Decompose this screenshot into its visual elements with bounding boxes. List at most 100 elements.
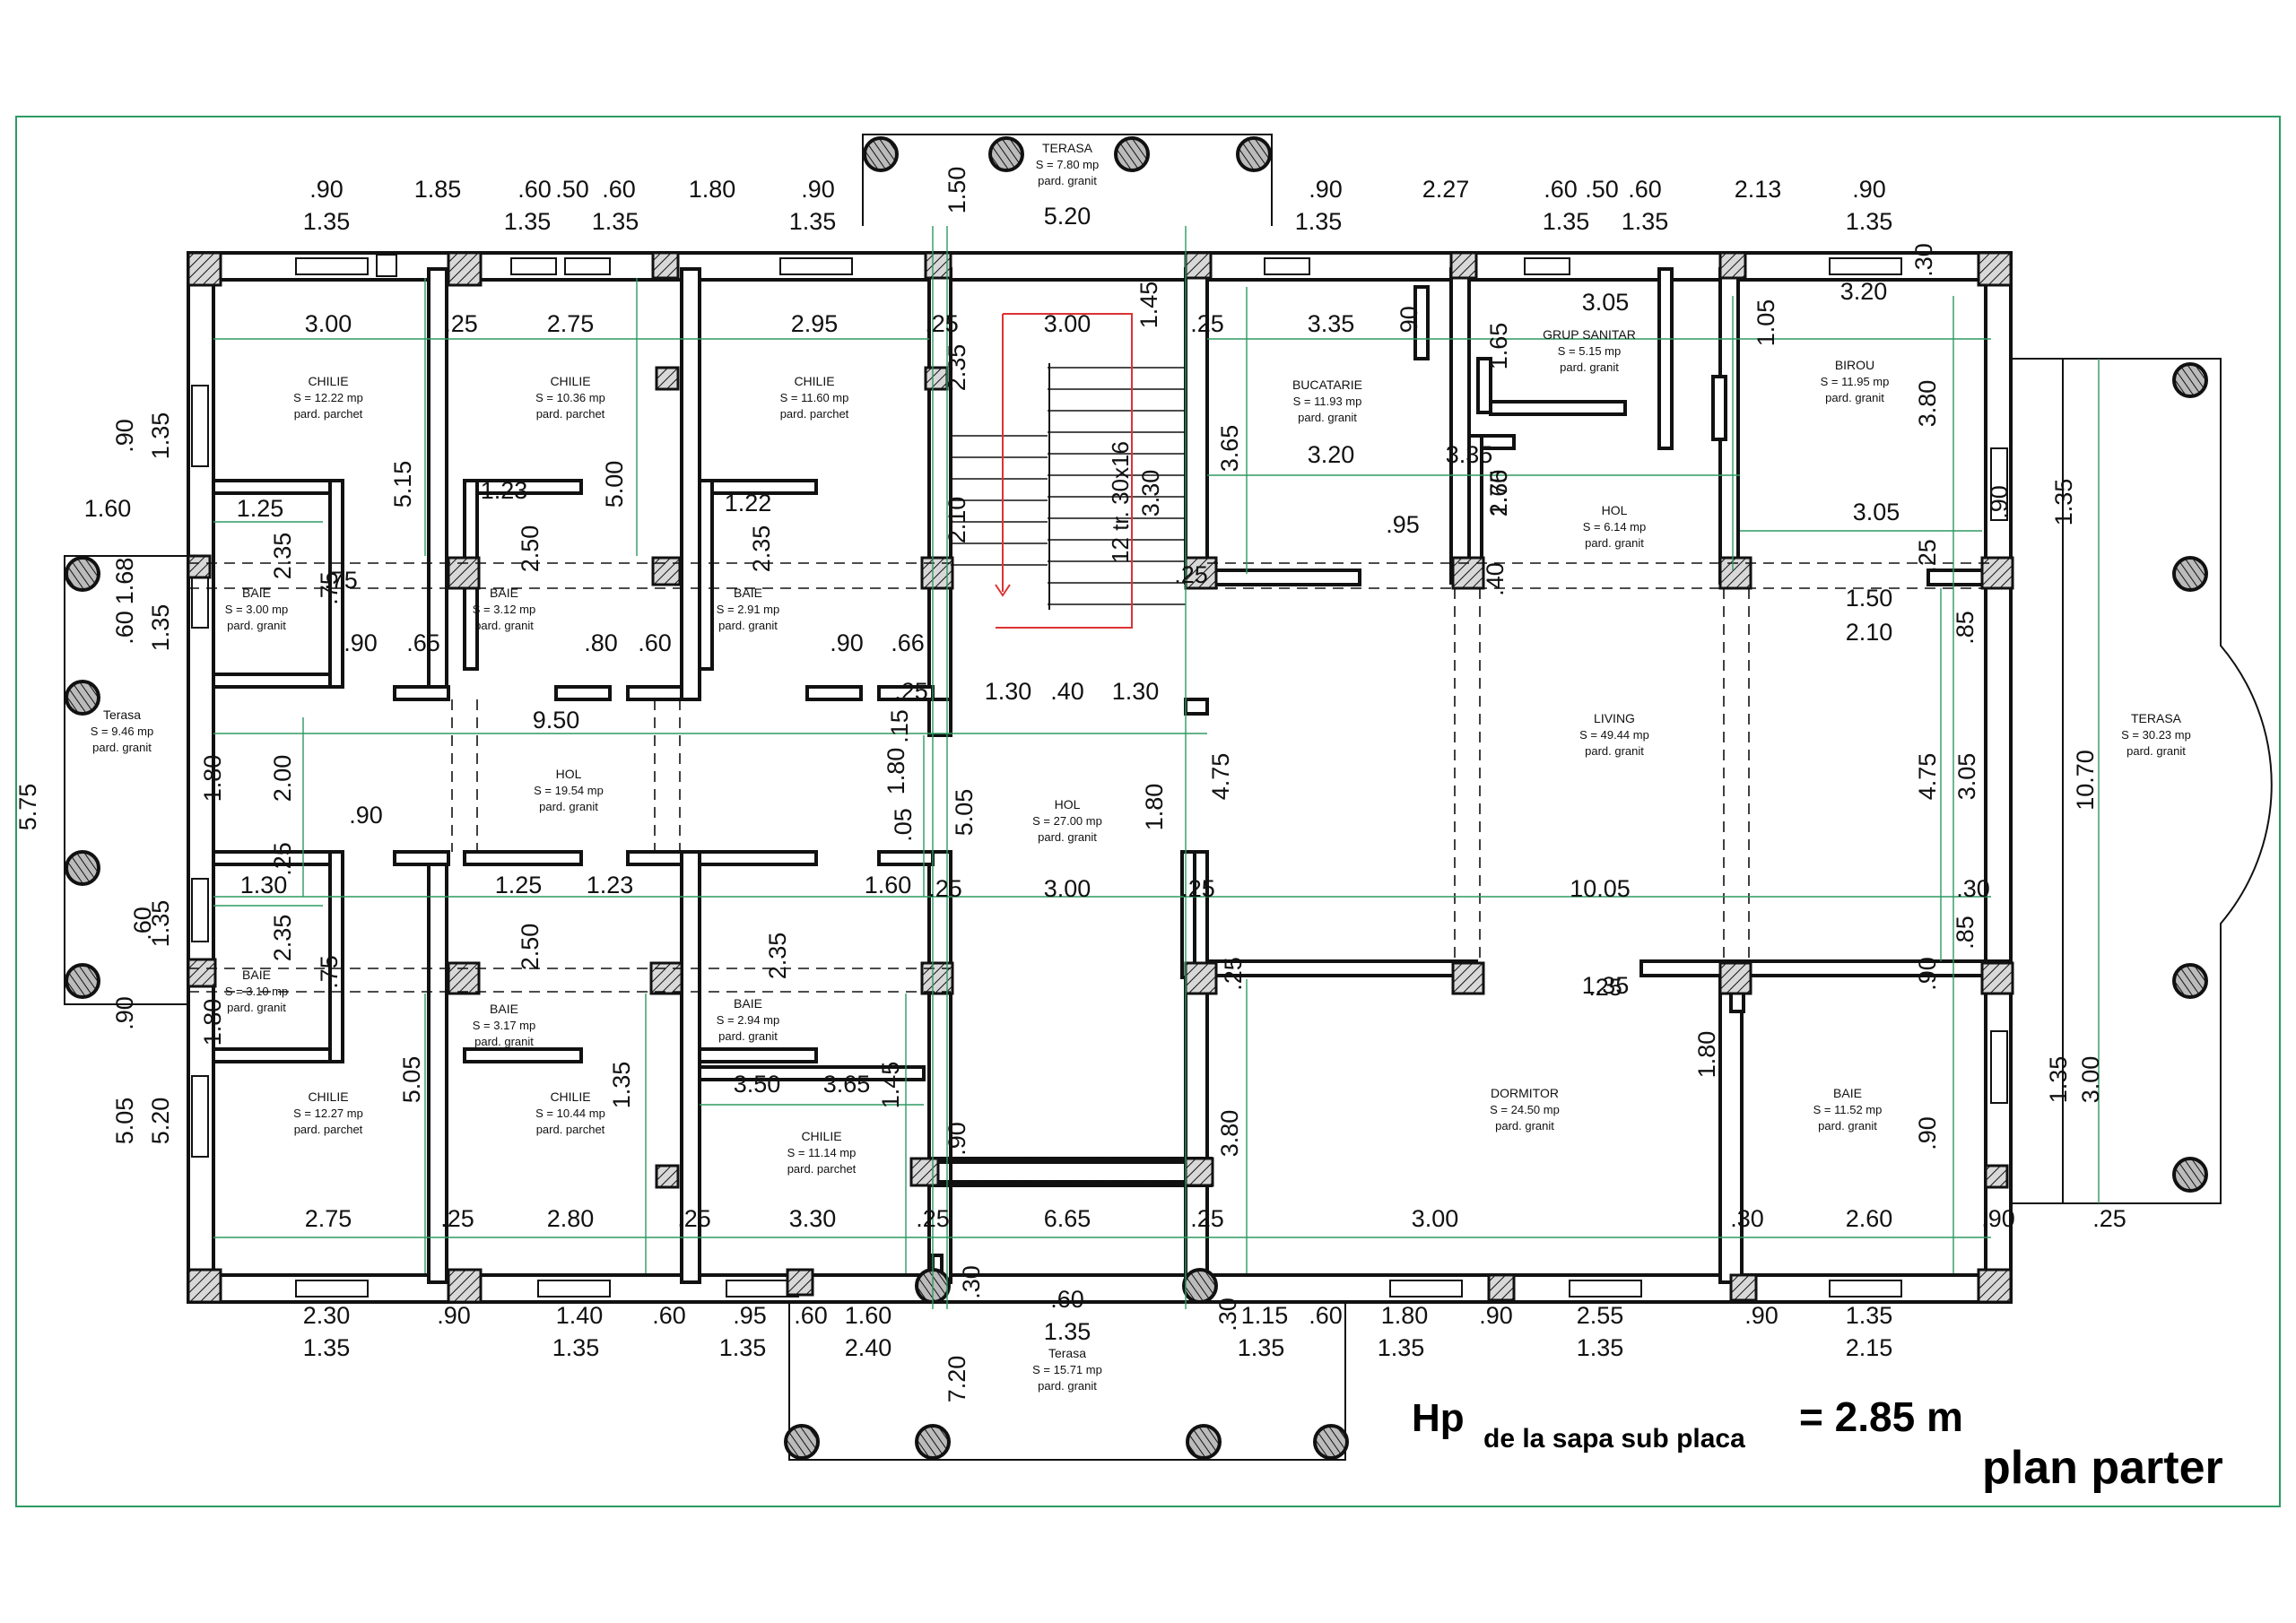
dimension-label: 3.05 bbox=[1582, 289, 1630, 316]
dimension-label: .90 bbox=[1986, 485, 2013, 519]
terraces bbox=[64, 134, 2273, 1461]
dimension-label: .25 bbox=[1588, 974, 1622, 1001]
dimension-label: 2.35 bbox=[944, 344, 970, 392]
room-area: S = 6.14 mp bbox=[1583, 520, 1646, 534]
dimension-label: .25 bbox=[928, 875, 962, 902]
dimension-label: 3.05 bbox=[1953, 753, 1980, 801]
dimension-label: 7.20 bbox=[944, 1356, 970, 1403]
dimension-label: 1.35 bbox=[1582, 972, 1630, 999]
dimension-label: 1.60 bbox=[1485, 470, 1512, 517]
title-block: Hp de la sapa sub placa = 2.85 m plan pa… bbox=[1412, 1393, 2223, 1494]
dimension-label: .95 bbox=[733, 1302, 767, 1329]
dimension-label: 1.35 bbox=[719, 1334, 767, 1361]
dimension-label: 1.60 bbox=[845, 1302, 892, 1329]
dimension-label: 1.35 bbox=[147, 900, 174, 948]
room-area: S = 12.27 mp bbox=[293, 1107, 363, 1120]
dimension-label: .90 bbox=[1914, 957, 1941, 991]
dimension-label: 1.05 bbox=[1752, 299, 1779, 347]
dimension-label: 3.05 bbox=[1853, 499, 1900, 525]
dimension-label: .90 bbox=[1309, 176, 1343, 203]
dimension-label: 3.65 bbox=[1216, 425, 1243, 473]
dimension-label: .90 bbox=[111, 419, 138, 453]
dimension-label: .30 bbox=[1910, 243, 1937, 277]
dimension-label: 1.23 bbox=[587, 872, 634, 898]
dimension-label: 1.22 bbox=[725, 490, 772, 516]
room-name: CHILIE bbox=[801, 1129, 841, 1143]
dimension-label: 3.00 bbox=[1044, 875, 1091, 902]
dimension-label: 3.30 bbox=[1137, 470, 1164, 517]
room-floor: pard. granit bbox=[1585, 744, 1644, 758]
room-area: S = 3.12 mp bbox=[473, 603, 535, 616]
dimension-label: .05 bbox=[890, 808, 917, 842]
room-floor: pard. parchet bbox=[536, 1123, 605, 1136]
dimension-label: 1.80 bbox=[1141, 784, 1168, 831]
dimension-label: .25 bbox=[925, 310, 959, 337]
dimension-label: 2.40 bbox=[845, 1334, 892, 1361]
room-floor: pard. parchet bbox=[294, 1123, 363, 1136]
dimension-label: 1.40 bbox=[556, 1302, 604, 1329]
room-name: Terasa bbox=[1048, 1346, 1086, 1360]
dimension-label: 3.00 bbox=[305, 310, 352, 337]
dimension-label: 2.50 bbox=[517, 525, 544, 573]
dimension-label: .60 bbox=[517, 176, 552, 203]
room-area: S = 3.17 mp bbox=[473, 1019, 535, 1032]
dimension-label: 1.80 bbox=[883, 748, 909, 795]
room-area: S = 11.95 mp bbox=[1821, 375, 1890, 388]
room-area: S = 24.50 mp bbox=[1490, 1103, 1560, 1116]
room-area: S = 27.00 mp bbox=[1032, 814, 1102, 828]
dimension-label: .30 bbox=[1214, 1298, 1241, 1332]
dimension-label: 1.35 bbox=[303, 1334, 351, 1361]
dimension-label: 4.75 bbox=[1207, 753, 1234, 801]
dimension-label: .25 bbox=[894, 678, 928, 705]
dimension-label: .60 bbox=[129, 907, 156, 941]
room-floor: pard. parchet bbox=[787, 1162, 857, 1176]
dimension-label: 1.30 bbox=[985, 678, 1032, 705]
room-area: S = 10.36 mp bbox=[535, 391, 605, 404]
dimension-label: .65 bbox=[406, 629, 440, 656]
windows bbox=[191, 254, 2008, 1298]
room-name: CHILIE bbox=[550, 1089, 590, 1104]
room-name: GRUP SANITAR bbox=[1543, 327, 1636, 342]
height-value: = 2.85 m bbox=[1799, 1393, 1963, 1440]
room-area: S = 11.14 mp bbox=[787, 1146, 857, 1159]
room-area: S = 7.80 mp bbox=[1036, 158, 1099, 171]
dimension-label: .90 bbox=[1981, 1205, 2015, 1232]
room-floor: pard. parchet bbox=[536, 407, 605, 421]
dimension-label: 3.20 bbox=[1308, 441, 1355, 468]
room-area: S = 9.46 mp bbox=[91, 725, 153, 738]
room-name: CHILIE bbox=[794, 374, 834, 388]
dimension-label: .90 bbox=[1744, 1302, 1779, 1329]
dimension-label: 3.65 bbox=[823, 1071, 871, 1098]
dashed-beams bbox=[188, 562, 1991, 1183]
room-label: CHILIE S = 11.14 mp pard. parchet bbox=[787, 1129, 857, 1176]
room-area: S = 11.93 mp bbox=[1293, 395, 1362, 408]
room-floor: pard. granit bbox=[1038, 174, 1097, 187]
room-name: CHILIE bbox=[550, 374, 590, 388]
dimension-label: .25 bbox=[269, 842, 296, 876]
dimension-label: 1.35 bbox=[1846, 208, 1893, 235]
dimension-label: 3.00 bbox=[1412, 1205, 1459, 1232]
dimension-label: 3.35 bbox=[1446, 441, 1493, 468]
room-area: S = 3.00 mp bbox=[225, 603, 288, 616]
dimension-label: .25 bbox=[440, 1205, 474, 1232]
dimension-label: .90 bbox=[111, 996, 138, 1030]
dimension-label: .25 bbox=[916, 1205, 950, 1232]
dimension-label: 1.85 bbox=[414, 176, 462, 203]
dimension-label: 10.05 bbox=[1570, 875, 1631, 902]
dimension-label: 1.35 bbox=[303, 208, 351, 235]
dimension-label: .60 bbox=[1544, 176, 1578, 203]
room-floor: pard. granit bbox=[718, 619, 778, 632]
dimension-label: 1.80 bbox=[199, 755, 226, 803]
dimension-label: .40 bbox=[1050, 678, 1084, 705]
room-area: S = 11.52 mp bbox=[1813, 1103, 1883, 1116]
dimension-label: .90 bbox=[1852, 176, 1886, 203]
dimension-label: 2.15 bbox=[1846, 1334, 1893, 1361]
